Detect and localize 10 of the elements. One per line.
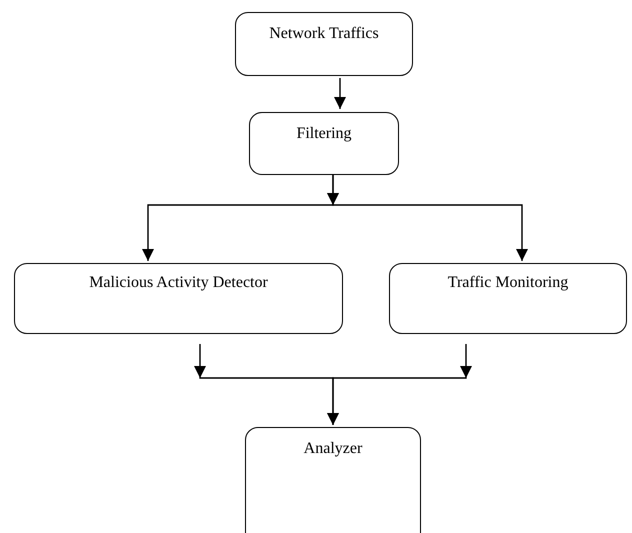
process-box (245, 427, 421, 533)
box-label: Network Traffics (268, 25, 380, 43)
process-box (14, 263, 343, 334)
box-label: Analyzer (302, 440, 364, 458)
box-label: Filtering (295, 125, 353, 143)
process-box (249, 112, 399, 175)
box-label: Traffic Monitoring (446, 274, 570, 292)
process-box (389, 263, 627, 334)
box-label: Malicious Activity Detector (88, 274, 269, 292)
process-box (235, 12, 413, 76)
